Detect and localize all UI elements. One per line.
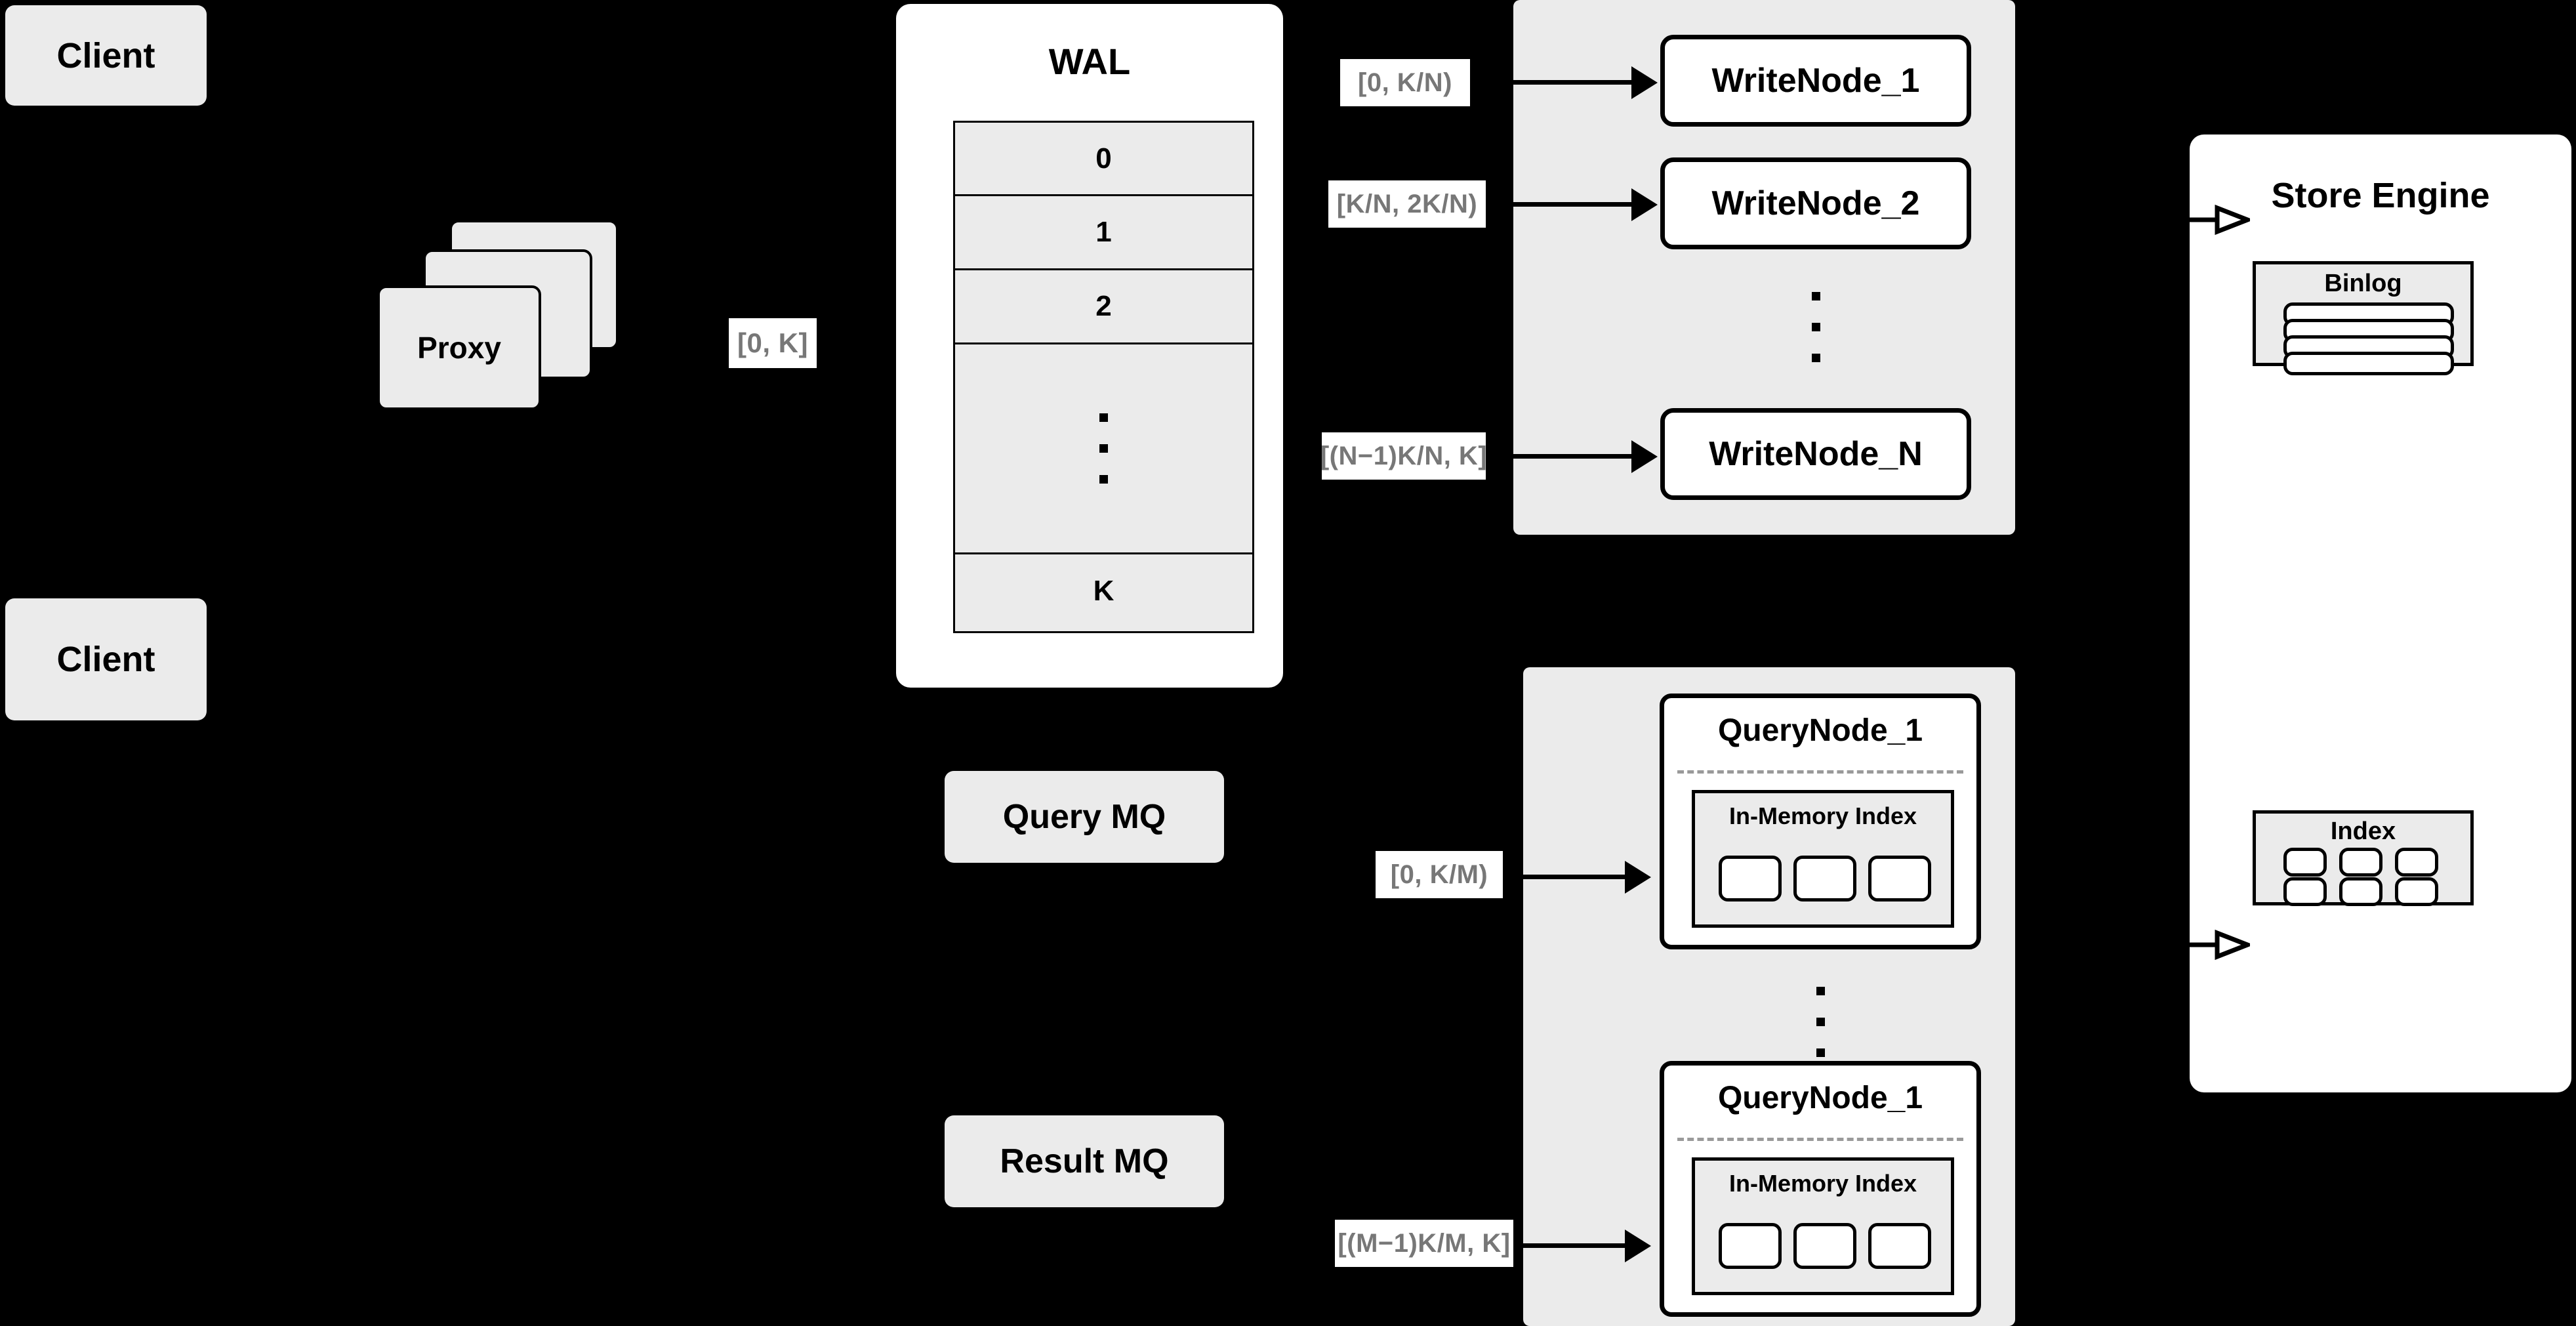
query-node-m-memory-index-title: In-Memory Index bbox=[1728, 1170, 1917, 1197]
wal-row-1[interactable]: 1 bbox=[955, 196, 1252, 270]
query-dot-3 bbox=[1816, 1048, 1825, 1057]
write-node-2-label: WriteNode_2 bbox=[1711, 184, 1920, 222]
open-arrow-icon-index bbox=[2190, 929, 2254, 961]
index-cell-4[interactable] bbox=[2283, 877, 2327, 906]
client-label-1: Client bbox=[56, 35, 155, 75]
wal-dot-1 bbox=[1099, 413, 1108, 422]
write-dot-1 bbox=[1811, 291, 1820, 300]
write-range-text-3: [(N−1)K/N, K] bbox=[1320, 441, 1488, 470]
write-range-label-1: [0, K/N) bbox=[1340, 59, 1470, 106]
wal-row-2[interactable]: 2 bbox=[955, 270, 1252, 344]
write-node-2[interactable]: WriteNode_2 bbox=[1660, 157, 1971, 249]
write-arrow-line-1 bbox=[1513, 80, 1635, 85]
query-node-1-label: QueryNode_1 bbox=[1717, 713, 1923, 748]
wal-row-k-label: K bbox=[1093, 574, 1114, 607]
query-mq-box[interactable]: Query MQ bbox=[945, 771, 1224, 863]
query-node-m-memory-index: In-Memory Index bbox=[1692, 1157, 1954, 1295]
write-range-text-2: [K/N, 2K/N) bbox=[1336, 189, 1478, 218]
query-node-1-index-cell-3[interactable] bbox=[1868, 856, 1931, 901]
wal-row-1-label: 1 bbox=[1095, 216, 1112, 248]
write-node-group: WriteNode_1 WriteNode_2 WriteNode_N bbox=[1513, 0, 2015, 535]
binlog-title: Binlog bbox=[2324, 270, 2402, 297]
proxy-label: Proxy bbox=[417, 331, 501, 365]
index-cell-1[interactable] bbox=[2283, 848, 2327, 877]
index-cell-2[interactable] bbox=[2339, 848, 2382, 877]
index-title: Index bbox=[2330, 818, 2396, 845]
query-arrow-line-2 bbox=[1513, 1243, 1628, 1248]
binlog-box: Binlog bbox=[2253, 261, 2474, 375]
write-arrow-head-2 bbox=[1631, 188, 1658, 221]
query-node-1[interactable]: QueryNode_1 In-Memory Index bbox=[1660, 694, 1981, 949]
index-inbound-arrow bbox=[2190, 925, 2254, 964]
query-arrow-line-1 bbox=[1513, 875, 1628, 879]
wal-row-ellipsis bbox=[955, 344, 1252, 554]
client-box-2[interactable]: Client bbox=[5, 598, 207, 720]
client-label-2: Client bbox=[56, 640, 155, 679]
write-node-n-label: WriteNode_N bbox=[1709, 435, 1923, 473]
result-mq-label: Result MQ bbox=[1000, 1142, 1169, 1180]
write-arrow-line-3 bbox=[1513, 454, 1635, 459]
query-range-label-2: [(M−1)K/M, K] bbox=[1335, 1220, 1513, 1267]
query-node-group: QueryNode_1 In-Memory Index QueryNode_1 … bbox=[1513, 667, 2015, 1326]
query-node-m-label: QueryNode_1 bbox=[1717, 1081, 1923, 1115]
wal-container: WAL 0 1 2 K bbox=[896, 4, 1283, 688]
query-node-ellipsis bbox=[1660, 956, 1981, 1087]
write-node-n[interactable]: WriteNode_N bbox=[1660, 408, 1971, 500]
query-node-1-separator bbox=[1677, 770, 1963, 774]
query-node-m[interactable]: QueryNode_1 In-Memory Index bbox=[1660, 1061, 1981, 1317]
query-node-1-memory-index-title: In-Memory Index bbox=[1728, 802, 1917, 829]
index-box: Index bbox=[2253, 810, 2474, 906]
store-engine-title: Store Engine bbox=[2271, 176, 2490, 215]
write-arrow-head-1 bbox=[1631, 66, 1658, 99]
write-arrow-head-3 bbox=[1631, 440, 1658, 473]
index-cell-3[interactable] bbox=[2395, 848, 2438, 877]
query-node-1-memory-index: In-Memory Index bbox=[1692, 790, 1954, 928]
wal-row-k[interactable]: K bbox=[955, 554, 1252, 627]
wal-title: WAL bbox=[1048, 41, 1131, 82]
proxy-range-label: [0, K] bbox=[729, 318, 817, 368]
write-dot-3 bbox=[1811, 353, 1820, 362]
wal-rows: 0 1 2 K bbox=[953, 121, 1254, 633]
query-dot-1 bbox=[1816, 986, 1825, 995]
client-box-1[interactable]: Client bbox=[5, 5, 207, 106]
index-cell-6[interactable] bbox=[2395, 877, 2438, 906]
wal-row-2-label: 2 bbox=[1095, 290, 1112, 322]
wal-row-0[interactable]: 0 bbox=[955, 123, 1252, 196]
store-engine-container: Store Engine Binlog Index bbox=[2190, 135, 2571, 1092]
write-node-1[interactable]: WriteNode_1 bbox=[1660, 35, 1971, 127]
query-range-text-1: [0, K/M) bbox=[1390, 860, 1488, 889]
query-mq-label: Query MQ bbox=[1002, 798, 1166, 836]
proxy-range-text: [0, K] bbox=[737, 327, 808, 358]
query-arrow-head-1 bbox=[1625, 861, 1651, 894]
index-cell-5[interactable] bbox=[2339, 877, 2382, 906]
query-node-m-index-cell-3[interactable] bbox=[1868, 1223, 1931, 1269]
query-node-1-index-cell-1[interactable] bbox=[1719, 856, 1782, 901]
query-dot-2 bbox=[1816, 1017, 1825, 1026]
result-mq-box[interactable]: Result MQ bbox=[945, 1115, 1224, 1207]
query-node-m-index-cell-1[interactable] bbox=[1719, 1223, 1782, 1269]
write-node-ellipsis bbox=[1660, 261, 1971, 392]
wal-dot-3 bbox=[1099, 475, 1108, 484]
query-range-text-2: [(M−1)K/M, K] bbox=[1338, 1228, 1511, 1258]
wal-dot-2 bbox=[1099, 444, 1108, 453]
query-arrow-head-2 bbox=[1625, 1230, 1651, 1262]
write-dot-2 bbox=[1811, 322, 1820, 331]
write-range-label-2: [K/N, 2K/N) bbox=[1328, 180, 1486, 228]
query-node-1-index-cell-2[interactable] bbox=[1793, 856, 1856, 901]
query-node-m-index-cell-2[interactable] bbox=[1793, 1223, 1856, 1269]
open-arrow-icon-binlog bbox=[2190, 204, 2254, 236]
binlog-bar-4[interactable] bbox=[2283, 352, 2454, 375]
proxy-card-front[interactable]: Proxy bbox=[377, 285, 541, 410]
query-range-label-1: [0, K/M) bbox=[1376, 851, 1503, 898]
wal-row-0-label: 0 bbox=[1095, 142, 1112, 175]
write-range-label-3: [(N−1)K/N, K] bbox=[1320, 432, 1488, 480]
binlog-inbound-arrow bbox=[2190, 200, 2254, 239]
query-node-m-separator bbox=[1677, 1138, 1963, 1141]
write-range-text-1: [0, K/N) bbox=[1358, 68, 1452, 97]
proxy-stack: Proxy bbox=[377, 220, 679, 430]
write-node-1-label: WriteNode_1 bbox=[1711, 62, 1920, 100]
write-arrow-line-2 bbox=[1513, 202, 1635, 207]
